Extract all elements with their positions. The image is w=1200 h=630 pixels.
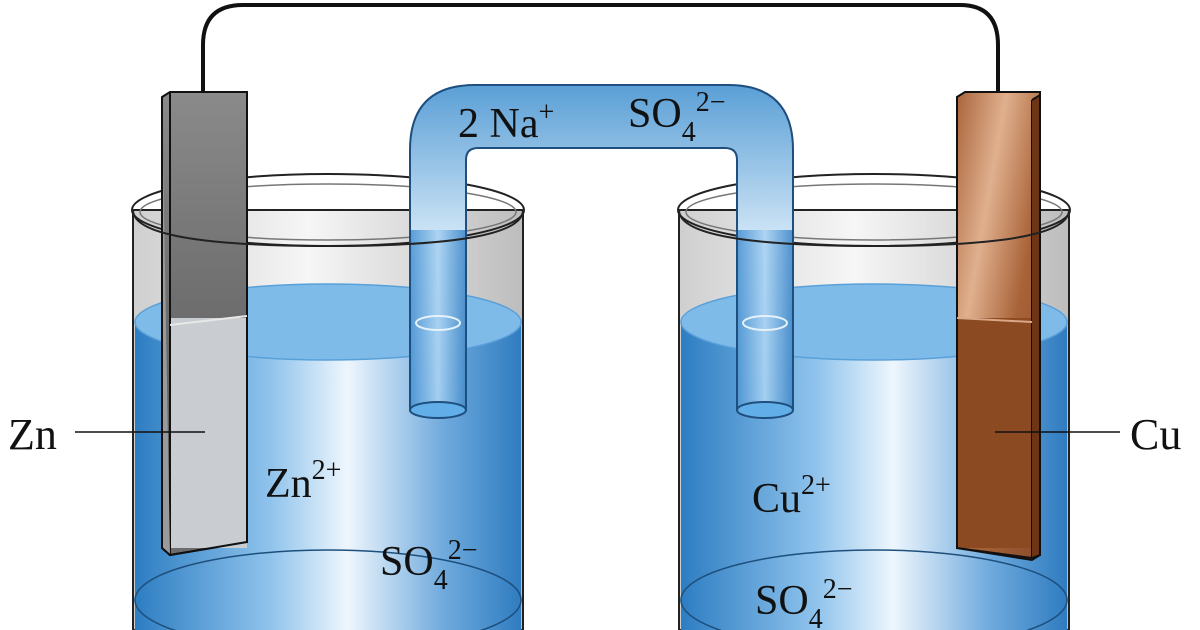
- right-anion-label: SO42−: [755, 574, 853, 630]
- left-cation-label: Zn2+: [265, 455, 341, 507]
- salt-bridge-anion-label: SO42−: [628, 87, 726, 148]
- cu-electrode-label: Cu: [1130, 410, 1181, 459]
- zinc-electrode: [161, 91, 248, 557]
- right-cation-label: Cu2+: [752, 470, 831, 522]
- copper-electrode: [956, 91, 1041, 562]
- zn-electrode-label: Zn: [8, 410, 57, 459]
- salt-bridge-cation-label: 2 Na+: [458, 97, 554, 147]
- external-wire: [201, 3, 1000, 100]
- left-anion-label: SO42−: [380, 535, 478, 596]
- salt-bridge: [409, 84, 794, 419]
